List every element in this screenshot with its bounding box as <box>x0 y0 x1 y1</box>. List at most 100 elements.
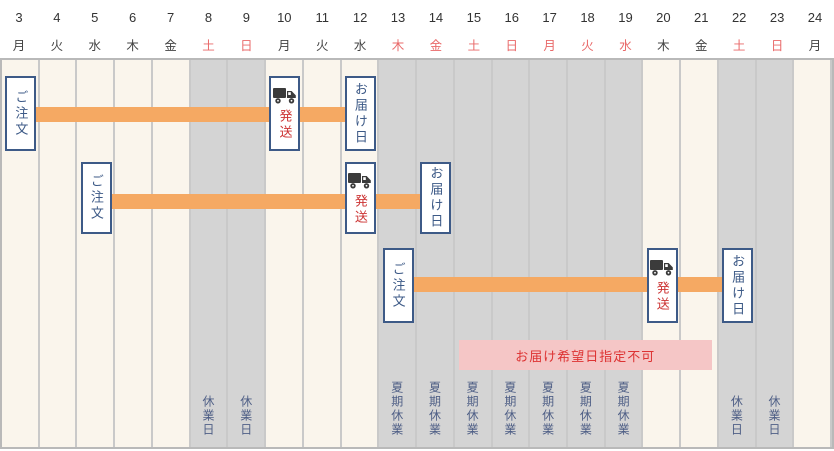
date-label: 10 <box>277 9 292 25</box>
date-label: 24 <box>807 9 823 25</box>
ship-box: 発送 <box>646 248 678 323</box>
date-label: 11 <box>315 9 329 25</box>
date-label: 12 <box>352 9 368 25</box>
truck-icon <box>272 86 298 106</box>
order-box: ご注文 <box>80 162 112 234</box>
weekday-label: 木 <box>657 38 670 53</box>
timeline-bar <box>413 277 723 292</box>
weekday-label: 土 <box>732 38 746 53</box>
summer-holiday-label: 夏期休業 <box>502 381 517 437</box>
day-column: 夏期休業 <box>530 60 569 447</box>
delivery-box: お届け日 <box>722 248 754 323</box>
date-label: 4 <box>53 9 61 25</box>
day-column: 夏期休業 <box>492 60 531 447</box>
date-label: 16 <box>504 9 519 25</box>
date-label: 13 <box>390 9 406 25</box>
day-column: 休業日 <box>228 60 267 447</box>
weekday-label: 木 <box>126 38 139 53</box>
summer-holiday-label: 夏期休業 <box>427 381 442 437</box>
day-column: 夏期休業 <box>417 60 455 447</box>
date-label: 20 <box>656 9 671 25</box>
holiday-label: 休業日 <box>729 395 744 437</box>
weekday-label: 火 <box>50 38 64 53</box>
order-box: ご注文 <box>5 76 37 151</box>
date-label: 22 <box>731 9 747 25</box>
weekday-label: 金 <box>164 38 177 53</box>
summer-holiday-label: 夏期休業 <box>465 381 480 437</box>
ship-box: 発送 <box>269 76 301 151</box>
day-column <box>77 60 116 447</box>
order-label: ご注文 <box>88 174 104 222</box>
weekday-label: 水 <box>353 38 367 53</box>
date-label: 15 <box>466 9 482 25</box>
date-label: 5 <box>91 9 99 25</box>
date-label: 21 <box>694 9 709 25</box>
delivery-label: お届け日 <box>730 253 746 318</box>
weekday-label: 日 <box>240 38 253 53</box>
holiday-label: 休業日 <box>201 395 216 437</box>
delivery-box: お届け日 <box>344 76 376 151</box>
date-label: 9 <box>242 9 250 25</box>
date-label: 7 <box>166 9 175 25</box>
weekday-label: 土 <box>467 38 481 53</box>
summer-holiday-label: 夏期休業 <box>540 381 555 437</box>
date-label: 18 <box>580 9 595 25</box>
day-column <box>303 60 342 447</box>
weekday-label: 月 <box>278 38 291 53</box>
date-label: 19 <box>618 9 633 25</box>
summer-holiday-label: 夏期休業 <box>389 381 404 437</box>
ship-box: 発送 <box>344 162 376 234</box>
weekday-label: 水 <box>619 38 632 53</box>
day-column: 夏期休業 <box>605 60 644 447</box>
day-column <box>681 60 719 447</box>
weekday-label: 月 <box>808 38 822 53</box>
ship-label: 発送 <box>277 109 293 141</box>
weekday-label: 木 <box>391 38 405 53</box>
date-label: 23 <box>769 9 785 25</box>
notice-bar: お届け希望日指定不可 <box>458 340 712 370</box>
day-column <box>794 60 833 447</box>
weekday-label: 金 <box>429 38 443 53</box>
ship-label: 発送 <box>352 193 368 226</box>
delivery-box: お届け日 <box>420 162 452 234</box>
day-column <box>152 60 191 447</box>
ship-label: 発送 <box>654 281 670 313</box>
weekday-label: 火 <box>581 38 594 53</box>
notice-label: お届け希望日指定不可 <box>515 348 656 364</box>
timeline-bar <box>36 107 345 122</box>
holiday-label: 休業日 <box>767 395 782 437</box>
order-box: ご注文 <box>382 248 414 323</box>
holiday-label: 休業日 <box>238 395 253 437</box>
overlay-layer: ご注文発送お届け日ご注文発送お届け日ご注文発送お届け日お届け希望日指定不可 <box>2 60 832 447</box>
weekday-label: 火 <box>315 38 329 53</box>
weekday-label: 金 <box>695 38 708 53</box>
weekday-label: 日 <box>505 38 518 53</box>
weekday-label: 土 <box>202 38 215 53</box>
day-column: 夏期休業 <box>454 60 493 447</box>
delivery-label: お届け日 <box>428 166 444 230</box>
order-label: ご注文 <box>390 261 406 310</box>
day-column: 休業日 <box>190 60 229 447</box>
truck-icon <box>347 171 373 191</box>
weekday-label: 月 <box>12 38 26 53</box>
truck-icon <box>649 258 675 278</box>
day-column: 夏期休業 <box>568 60 606 447</box>
calendar-grid: 休業日 休業日 夏期休業 夏期休業 夏期休業 夏期休業 夏期休業 夏期休業 夏期休業 休業日 休業日… <box>0 58 834 449</box>
weekday-label: 月 <box>543 38 556 53</box>
date-label: 17 <box>542 9 557 25</box>
day-column <box>115 60 153 447</box>
timeline-bar <box>111 194 421 209</box>
summer-holiday-label: 夏期休業 <box>616 381 631 437</box>
order-label: ご注文 <box>13 89 29 138</box>
weekday-label: 水 <box>88 38 102 53</box>
date-label: 3 <box>15 9 23 25</box>
day-column: 休業日 <box>756 60 795 447</box>
weekday-label: 日 <box>770 38 784 53</box>
weekday-row: 月火水木金土日月火水木金土日月火水木金土日月 <box>0 30 834 58</box>
date-label: 14 <box>428 9 444 25</box>
day-column <box>39 60 78 447</box>
date-label: 8 <box>204 9 213 25</box>
summer-holiday-label: 夏期休業 <box>578 381 593 437</box>
delivery-label: お届け日 <box>352 81 368 146</box>
